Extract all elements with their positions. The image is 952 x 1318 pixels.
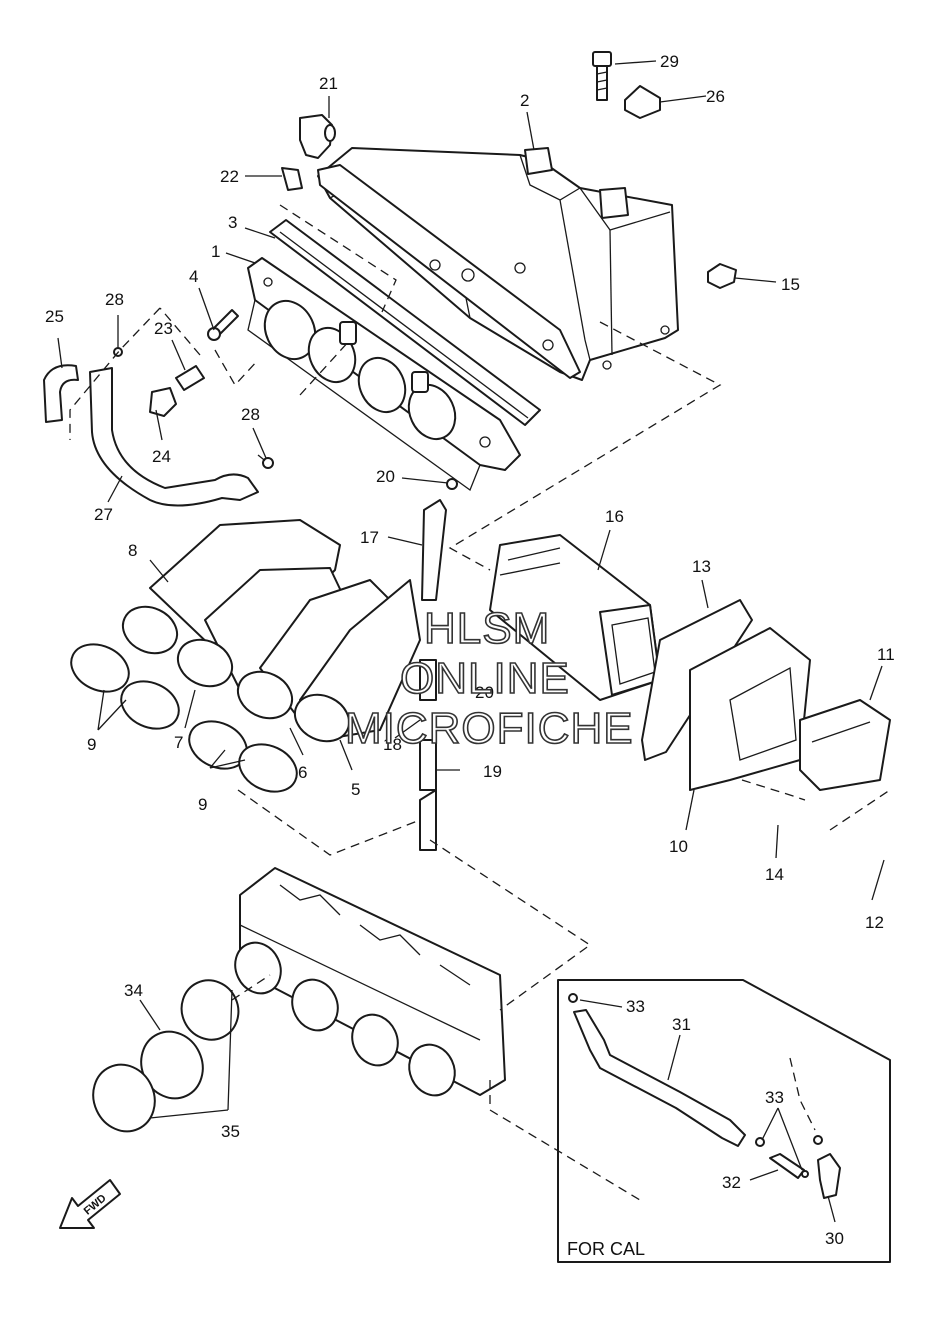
- callout-12: 12: [865, 913, 884, 932]
- callout-32: 32: [722, 1173, 741, 1192]
- callout-26: 26: [706, 87, 725, 106]
- joint-plate: [247, 257, 521, 492]
- callout-9b: 9: [198, 795, 207, 814]
- leader-lines: [57, 60, 885, 1223]
- drain-hoses: [419, 499, 447, 851]
- callout-8: 8: [128, 541, 137, 560]
- callout-16: 16: [605, 507, 624, 526]
- callout-29: 29: [660, 52, 679, 71]
- watermark: HLSM ONLINE MICROFICHE: [344, 603, 634, 754]
- carburetor-assembly: [234, 867, 506, 1097]
- intake-joints: [121, 519, 421, 743]
- callout-35: 35: [221, 1122, 240, 1141]
- callout-17: 17: [360, 528, 379, 547]
- callout-3: 3: [228, 213, 237, 232]
- callout-5: 5: [351, 780, 360, 799]
- callout-24: 24: [152, 447, 171, 466]
- callout-9a: 9: [87, 735, 96, 754]
- callout-1: 1: [211, 242, 220, 261]
- callout-4: 4: [189, 267, 198, 286]
- gasket: [269, 219, 541, 426]
- callout-31: 31: [672, 1015, 691, 1034]
- callout-10: 10: [669, 837, 688, 856]
- watermark-line-2: ONLINE: [400, 654, 570, 703]
- small-parts-top: [113, 51, 737, 490]
- for-cal-label: FOR CAL: [567, 1239, 645, 1259]
- callout-25: 25: [45, 307, 64, 326]
- callout-11: 11: [877, 645, 895, 664]
- breather-hoses: [43, 364, 259, 507]
- callout-34: 34: [124, 981, 143, 1000]
- hose-clamps-9: [70, 643, 298, 793]
- filter-cover-assembly: [641, 599, 891, 791]
- callout-22: 22: [220, 167, 239, 186]
- callout-23: 23: [154, 319, 173, 338]
- callout-labels: 1 2 3 4 5 6 7 8 9 9 10 11 12 13 14 15 16…: [45, 52, 895, 1248]
- callout-20b: 20: [475, 683, 494, 702]
- watermark-line-3: MICROFICHE: [345, 704, 634, 753]
- air-filter-element: [489, 534, 661, 701]
- watermark-line-1: HLSM: [424, 604, 550, 653]
- callout-21: 21: [319, 74, 338, 93]
- callout-15: 15: [781, 275, 800, 294]
- callout-28b: 28: [241, 405, 260, 424]
- carb-joints: [92, 979, 240, 1133]
- callout-13: 13: [692, 557, 711, 576]
- callout-18: 18: [383, 735, 402, 754]
- callout-33a: 33: [626, 997, 645, 1016]
- fwd-arrow: FWD: [59, 1179, 121, 1229]
- callout-19: 19: [483, 762, 502, 781]
- callout-27: 27: [94, 505, 113, 524]
- callout-28a: 28: [105, 290, 124, 309]
- callout-14: 14: [765, 865, 784, 884]
- callout-20a: 20: [376, 467, 395, 486]
- assembly-lines: [69, 204, 891, 1201]
- callout-6: 6: [298, 763, 307, 782]
- callout-2: 2: [520, 91, 529, 110]
- air-filter-case: [317, 147, 679, 381]
- cal-inset: [557, 979, 891, 1263]
- callout-33b: 33: [765, 1088, 784, 1107]
- callout-7: 7: [174, 733, 183, 752]
- callout-30: 30: [825, 1229, 844, 1248]
